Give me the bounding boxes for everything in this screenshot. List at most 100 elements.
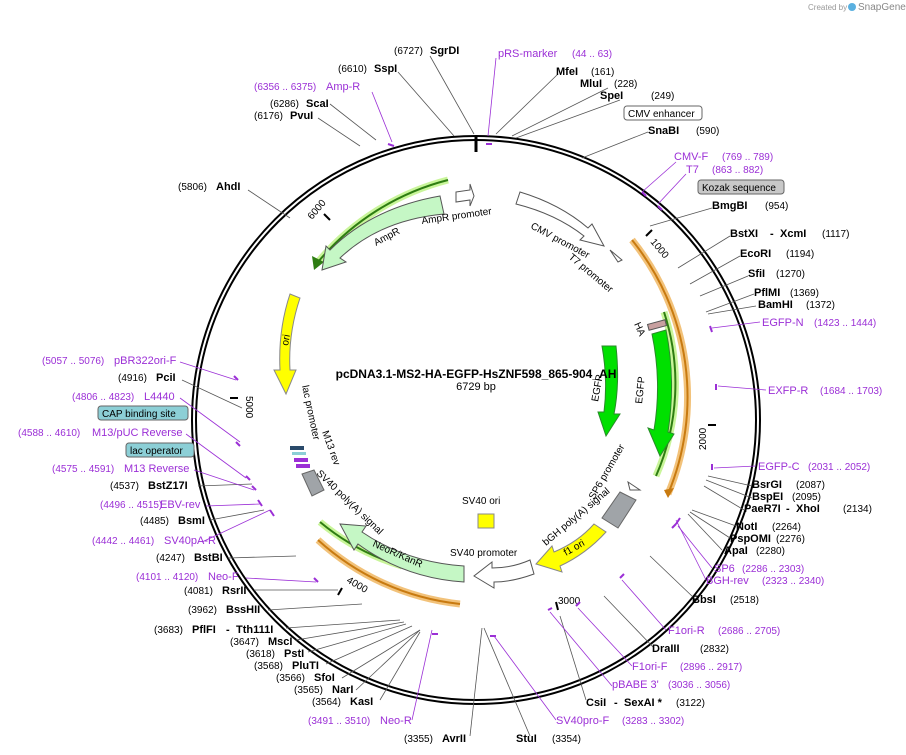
site-pos-psti: (3618) [246, 649, 275, 660]
site-pos-sfii: (1270) [776, 269, 805, 280]
feature-label-ori: ori [280, 334, 293, 347]
site-apai: ApaI [724, 545, 748, 557]
primer-range-cmv-f: (769 .. 789) [722, 152, 773, 163]
primer-range-sv40pa-r: (4442 .. 4461) [92, 536, 154, 547]
site-draiii: DraIII [652, 643, 680, 655]
t7-promoter-block [609, 249, 623, 263]
site-ecori: EcoRI [740, 248, 771, 260]
site-nari: NarI [332, 684, 353, 696]
primer-leaders [179, 57, 767, 721]
site-pos-pvui: (6176) [254, 111, 283, 122]
site-paer7i: PaeR7I [744, 503, 781, 515]
primer-range-f1ori-r: (2686 .. 2705) [718, 626, 780, 637]
tick-4000 [337, 587, 343, 596]
primer-range-ebv-rev: (4496 .. 4515) [100, 500, 162, 511]
site-bmgbi: BmgBI [712, 200, 747, 212]
feature-label-egfp-1: EGFP [590, 373, 606, 402]
primer-sv40pro-f: SV40pro-F [556, 715, 609, 727]
site-sexai: SexAI * [624, 697, 663, 709]
site-pos-bspei: (2095) [792, 492, 821, 503]
feature-label-m13rev: M13 rev [319, 429, 342, 467]
primer-m13-reverse: M13 Reverse [124, 463, 189, 475]
site-sep-bstxi: - [770, 228, 774, 240]
feature-label-sv40-promoter: SV40 promoter [450, 548, 518, 559]
site-sspi: SspI [374, 63, 397, 75]
tick-label-5000: 5000 [243, 396, 254, 419]
site-msci: MscI [268, 636, 292, 648]
site-rsrii: RsrII [222, 585, 246, 597]
site-xcmi: XcmI [780, 228, 806, 240]
site-pos-nari: (3565) [294, 685, 323, 696]
site-bstbi: BstBI [194, 552, 223, 564]
site-pos-bsmi: (4485) [140, 516, 169, 527]
site-pos-csii: (3122) [676, 698, 705, 709]
feature-label-egfp-2: EGFP [634, 376, 648, 405]
primer-f1ori-f: F1ori-F [632, 661, 668, 673]
site-pos-bstxi: (1117) [822, 229, 849, 240]
site-mlui: MluI [580, 78, 602, 90]
tick-label-6000: 6000 [306, 197, 329, 221]
site-pos-bamhi: (1372) [806, 300, 835, 311]
primer-t7: T7 [686, 164, 699, 176]
cmv-enhancer-box [623, 105, 703, 121]
site-spei: SpeI [600, 90, 623, 102]
primer-marks [233, 143, 717, 637]
site-avrii: AvrII [442, 733, 466, 745]
primer-range-bgh-rev: (2323 .. 2340) [762, 576, 824, 587]
site-sep-paer7i: - [786, 503, 790, 515]
lacop-box [125, 442, 195, 458]
site-bamhi: BamHI [758, 299, 793, 311]
site-csii: CsiI [586, 697, 606, 709]
primer-range-l4440: (4806 .. 4823) [72, 392, 134, 403]
tick-label-1000: 1000 [648, 237, 671, 261]
site-pos-sgrdi: (6727) [394, 46, 423, 57]
site-leaders [181, 55, 757, 737]
primer-cmv-f: CMV-F [674, 151, 709, 163]
site-bsmi: BsmI [178, 515, 205, 527]
primer-range-m13puc-reverse: (4588 .. 4610) [18, 428, 80, 439]
cap-site-block [290, 446, 304, 450]
site-labels: (6727) SgrDI (6610) SspI (6286) ScaI (61… [110, 45, 872, 745]
site-bbsi: BbsI [692, 594, 716, 606]
primer-labels: pRS-marker (44 .. 63) (6356 .. 6375) Amp… [18, 48, 882, 727]
lac-op-block [292, 452, 306, 455]
site-pos-sfoi: (3566) [276, 673, 305, 684]
site-pos-draiii: (2832) [700, 644, 729, 655]
site-pos-avrii: (3355) [404, 734, 433, 745]
m13-block-2 [296, 464, 310, 468]
feature-label-ha: HA [631, 321, 647, 338]
site-pcii: PciI [156, 372, 176, 384]
label-kozak: Kozak sequence [702, 183, 776, 194]
site-pos-pluti: (3568) [254, 661, 283, 672]
site-stui: StuI [516, 733, 537, 745]
kozak-box [697, 179, 785, 195]
primer-range-pbr322ori-f: (5057 .. 5076) [42, 356, 104, 367]
ha-block [646, 319, 668, 331]
primer-range-pbabe-3: (3036 .. 3056) [668, 680, 730, 691]
site-sep-pflfi: - [226, 624, 230, 636]
insert-arc-right [631, 239, 689, 495]
bgh-block [601, 491, 637, 529]
label-cmv-enhancer: CMV enhancer [628, 109, 695, 120]
boxed-labels: CMV enhancer Kozak sequence CAP binding … [97, 105, 785, 458]
primer-amp-r: Amp-R [326, 81, 360, 93]
sv40pa-block [301, 469, 325, 497]
egfp-block-1 [647, 329, 675, 458]
site-bstz17i: BstZ17I [148, 480, 188, 492]
cmv-promoter-block [515, 191, 605, 247]
site-pluti: PluTI [292, 660, 319, 672]
plasmid-name: pcDNA3.1-MS2-HA-EGFP-HsZNF598_865-904_AH [336, 367, 617, 381]
site-bstxi: BstXI [730, 228, 758, 240]
site-pos-sspi: (6610) [338, 64, 367, 75]
feature-arcs [273, 176, 692, 608]
primer-prs-marker: pRS-marker [498, 48, 558, 60]
sp6-promoter-block [627, 480, 642, 491]
site-xhoi: XhoI [796, 503, 820, 515]
primer-l4440: L4440 [144, 391, 175, 403]
primer-range-sp6: (2286 .. 2303) [742, 564, 804, 575]
primer-range-exfp-r: (1684 .. 1703) [820, 386, 882, 397]
snapgene-logo-icon [848, 3, 856, 11]
primer-ebv-rev: EBV-rev [160, 499, 201, 511]
site-pflmi: PflMI [754, 287, 780, 299]
